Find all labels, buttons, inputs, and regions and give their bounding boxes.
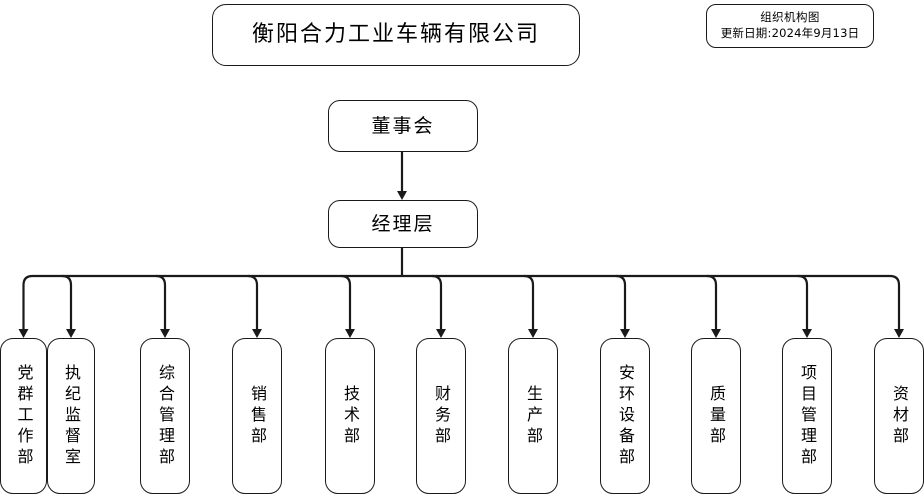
department-label: 安环设备部 [616, 363, 635, 469]
department-node-2[interactable]: 执纪监督室 [47, 338, 95, 494]
department-node-7[interactable]: 生产部 [508, 338, 558, 494]
connector-drop-5 [340, 274, 352, 329]
connector-drop-3 [155, 274, 167, 329]
department-label: 质量部 [707, 384, 726, 448]
arrowhead-department-9 [711, 329, 721, 338]
arrowhead-department-3 [160, 329, 170, 338]
connector-drop-2 [61, 274, 73, 329]
department-node-5[interactable]: 技术部 [325, 338, 375, 494]
arrowhead-department-10 [802, 329, 812, 338]
connector-drop-9 [706, 274, 718, 329]
arrowhead-department-6 [436, 329, 446, 338]
department-label: 生产部 [524, 384, 543, 448]
arrowhead-department-7 [528, 329, 538, 338]
node-board-of-directors[interactable]: 董事会 [328, 100, 478, 152]
node-management-level[interactable]: 经理层 [328, 200, 478, 248]
department-label: 项目管理部 [798, 363, 817, 469]
arrowhead-department-1 [18, 329, 29, 338]
department-label: 财务部 [432, 384, 451, 448]
department-node-3[interactable]: 综合管理部 [140, 338, 190, 494]
connector-drop-11 [889, 274, 901, 329]
chart-meta-update-date: 更新日期:2024年9月13日 [720, 26, 860, 40]
department-label: 技术部 [341, 384, 360, 448]
connector-drop-4 [247, 274, 259, 329]
department-label: 综合管理部 [156, 363, 175, 469]
department-label: 执纪监督室 [62, 363, 81, 469]
department-node-10[interactable]: 项目管理部 [782, 338, 832, 494]
company-title-box[interactable]: 衡阳合力工业车辆有限公司 [212, 4, 580, 66]
department-node-11[interactable]: 资材部 [874, 338, 924, 494]
arrowhead-department-5 [345, 329, 355, 338]
arrowhead-department-4 [252, 329, 262, 338]
company-title-label: 衡阳合力工业车辆有限公司 [251, 22, 540, 48]
arrowhead-management [397, 191, 407, 200]
department-node-4[interactable]: 销售部 [232, 338, 282, 494]
department-node-1[interactable]: 党群工作部 [0, 338, 47, 494]
department-node-8[interactable]: 安环设备部 [600, 338, 650, 494]
arrowhead-department-2 [66, 329, 76, 338]
arrowhead-department-11 [894, 329, 904, 338]
connector-drop-8 [615, 274, 627, 329]
connector-drop-6 [431, 274, 443, 329]
department-label: 销售部 [248, 384, 267, 448]
node-board-label: 董事会 [371, 114, 435, 137]
arrowhead-department-8 [620, 329, 630, 338]
node-management-label: 经理层 [371, 212, 435, 235]
connector-drop-10 [797, 274, 809, 329]
department-node-9[interactable]: 质量部 [691, 338, 741, 494]
connector-drop-1 [22, 274, 33, 329]
department-label: 资材部 [890, 384, 909, 448]
chart-meta-box[interactable]: 组织机构图 更新日期:2024年9月13日 [706, 4, 874, 48]
department-node-6[interactable]: 财务部 [416, 338, 466, 494]
chart-meta-title: 组织机构图 [760, 10, 820, 25]
connector-drop-7 [523, 274, 535, 329]
department-label: 党群工作部 [14, 363, 34, 469]
